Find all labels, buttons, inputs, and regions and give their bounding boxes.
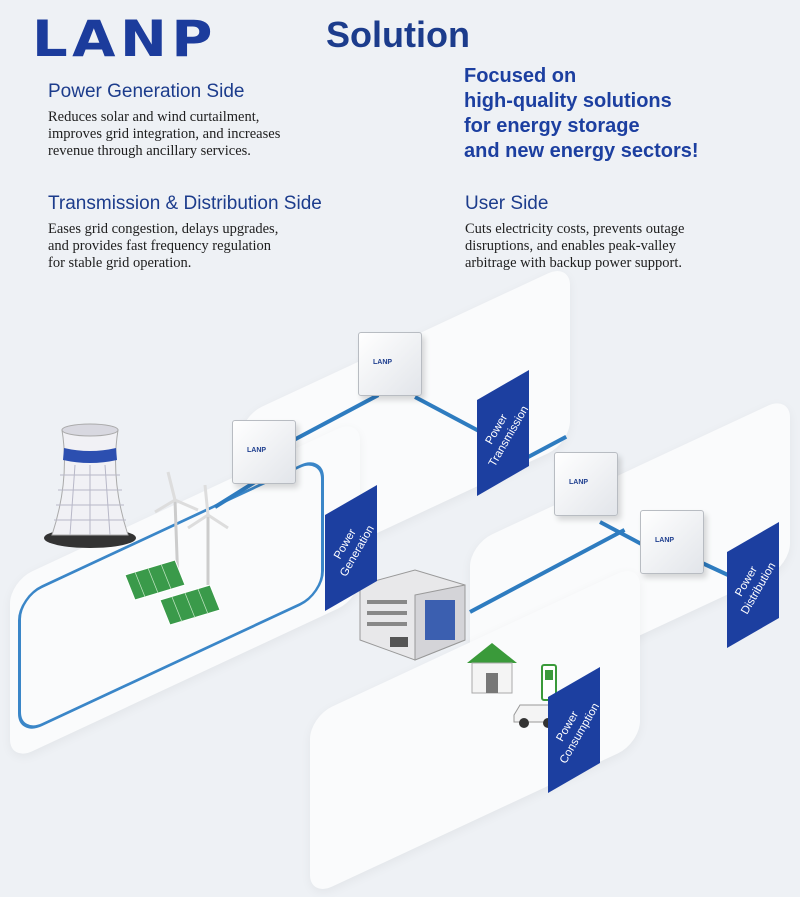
storage-unit-label: LANP <box>569 479 589 486</box>
solar-panel-icon <box>124 559 220 625</box>
lanp-logo: LANP <box>32 10 217 68</box>
description-line: revenue through ancillary services. <box>48 143 251 159</box>
storage-unit-label: LANP <box>655 537 675 544</box>
storage-unit-label: LANP <box>373 359 393 366</box>
storage-unit: LANP <box>554 452 618 516</box>
page-title: Solution <box>326 14 470 55</box>
energy-network-diagram: LANP LANP LANP LANP <box>10 263 790 897</box>
description-line: and provides fast frequency regulation <box>48 238 272 254</box>
tagline-line: Focused on <box>464 65 577 87</box>
storage-unit: LANP <box>358 332 422 396</box>
transmission-heading: Transmission & Distribution Side <box>48 193 322 214</box>
cooling-tower-icon <box>44 423 136 548</box>
storage-unit: LANP <box>232 420 296 484</box>
tagline: Focused on high-quality solutions for en… <box>464 64 699 164</box>
generation-heading: Power Generation Side <box>48 81 245 102</box>
description-line: arbitrage with backup power support. <box>465 255 683 271</box>
description-line: Eases grid congestion, delays upgrades, <box>48 221 279 237</box>
factory-building-icon <box>359 569 466 661</box>
generation-section: Power Generation Side Reduces solar and … <box>48 81 280 160</box>
generation-description: Reduces solar and wind curtailment, impr… <box>48 109 280 160</box>
user-heading: User Side <box>465 193 549 214</box>
description-line: disruptions, and enables peak-valley <box>465 238 676 254</box>
user-section: User Side Cuts electricity costs, preven… <box>465 193 684 272</box>
description-line: Cuts electricity costs, prevents outage <box>465 221 685 237</box>
tagline-line: and new energy sectors! <box>464 140 699 162</box>
transmission-section: Transmission & Distribution Side Eases g… <box>48 193 322 272</box>
description-line: Reduces solar and wind curtailment, <box>48 109 260 125</box>
description-line: for stable grid operation. <box>48 255 192 271</box>
transmission-description: Eases grid congestion, delays upgrades, … <box>48 221 322 272</box>
storage-unit: LANP <box>640 510 704 574</box>
tagline-line: for energy storage <box>464 115 640 137</box>
tagline-line: high-quality solutions <box>464 90 672 112</box>
storage-unit-label: LANP <box>247 447 267 454</box>
description-line: improves grid integration, and increases <box>48 126 281 142</box>
user-description: Cuts electricity costs, prevents outage … <box>465 221 684 272</box>
house-icon <box>467 643 517 694</box>
